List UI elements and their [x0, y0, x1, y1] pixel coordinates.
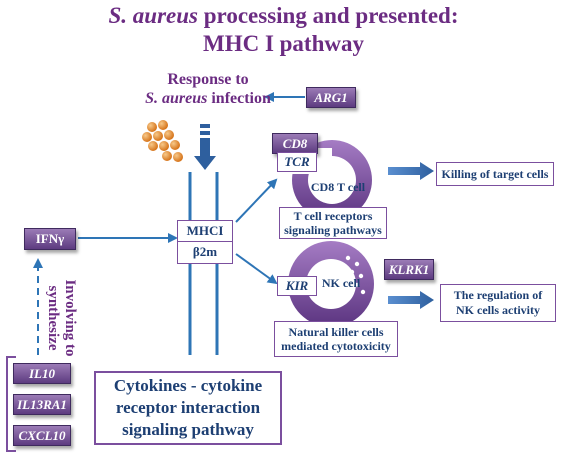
nk-pathway-line-2: mediated cytotoxicity	[281, 339, 391, 353]
gene-box-cd8: CD8	[272, 133, 318, 154]
killing-label: Killing of target cells	[441, 166, 549, 181]
cytokine-line-1: Cytokines - cytokine	[113, 376, 263, 395]
mhc-to-cd8-arrow	[235, 178, 278, 223]
tcr-pathway-line-1: T cell receptors	[293, 209, 373, 223]
b2m-label: β2m	[192, 244, 218, 259]
nk-cell-label: NK cell	[321, 276, 361, 290]
tcr-pathway-line-2: signaling pathways	[284, 223, 382, 237]
ifng-label: IFNγ	[35, 231, 65, 246]
mhc-to-nk-arrow	[235, 253, 278, 285]
gene-box-tcr: TCR	[277, 152, 317, 172]
response-species: S. aureus	[145, 90, 208, 107]
gene-box-klrk1: KLRK1	[384, 259, 434, 280]
nk-pathway-box: Natural killer cells mediated cytotoxici…	[274, 321, 398, 357]
title-species: S. aureus	[108, 3, 198, 28]
response-line-2: S. aureus infection	[138, 89, 278, 108]
involving-line-1: Involving to	[62, 279, 78, 357]
nk-outcome-arrow	[388, 291, 434, 309]
title-rest: processing and presented:	[198, 3, 459, 28]
diagram-title: S. aureus processing and presented: MHC …	[0, 2, 567, 58]
nk-cell-icon	[288, 241, 374, 327]
mhc-complex-box: MHCI β2m	[177, 220, 233, 264]
gene-box-il13ra1: IL13RA1	[13, 394, 71, 415]
cytokine-gene-bracket	[6, 356, 16, 452]
cytokine-pathway-box: Cytokines - cytokine receptor interactio…	[94, 371, 282, 445]
nk-pathway-line-1: Natural killer cells	[288, 325, 384, 339]
title-line-2: MHC I pathway	[202, 31, 364, 56]
response-label: Response to S. aureus infection	[138, 70, 278, 108]
nk-regulation-line-1: The regulation of	[453, 288, 543, 302]
gene-box-kir: KIR	[277, 276, 317, 296]
gene-label-il10: IL10	[29, 365, 55, 381]
tcr-pathway-box: T cell receptors signaling pathways	[279, 207, 387, 239]
gene-label-klrk1: KLRK1	[388, 261, 430, 277]
bacteria-icon	[142, 120, 183, 162]
gene-box-cxcl10: CXCL10	[13, 425, 71, 446]
involving-line-2: synthesize	[45, 285, 61, 351]
title-line-1: S. aureus processing and presented:	[0, 2, 567, 30]
gene-label-cd8: CD8	[282, 135, 308, 151]
gene-box-il10: IL10	[13, 363, 71, 384]
nk-regulation-line-2: NK cells activity	[456, 303, 540, 317]
gene-label-il13ra1: IL13RA1	[17, 396, 67, 412]
cd8-outcome-arrow	[388, 162, 434, 180]
gene-label-kir: KIR	[285, 278, 309, 293]
killing-target-cells-box: Killing of target cells	[436, 162, 554, 186]
response-rest: infection	[207, 90, 271, 107]
response-line-1: Response to	[167, 71, 249, 88]
nk-regulation-box: The regulation of NK cells activity	[440, 284, 556, 322]
cd8-cell-label: CD8 T cell	[310, 180, 366, 194]
involving-label: Involving to synthesize	[42, 268, 78, 368]
gene-label-cxcl10: CXCL10	[18, 427, 66, 443]
mhc-label: MHCI	[178, 221, 232, 242]
ifng-box: IFNγ	[24, 228, 76, 250]
cytokine-line-3: signaling pathway	[122, 420, 254, 439]
gene-label-tcr: TCR	[284, 154, 310, 169]
gene-box-arg1: ARG1	[306, 87, 356, 108]
infection-down-arrow	[194, 124, 216, 170]
gene-label-arg1: ARG1	[314, 89, 348, 105]
cytokine-line-2: receptor interaction	[115, 398, 261, 417]
